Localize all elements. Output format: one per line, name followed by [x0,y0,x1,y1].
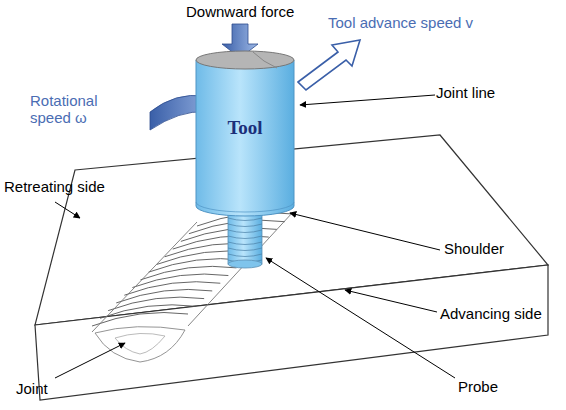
force-label: Downward force [186,3,294,20]
tool-shape [195,50,295,276]
tool-cylinder: Tool [195,50,295,216]
tool-top [196,51,294,69]
part-label: Probe [458,378,498,395]
side-label: Advancing side [440,305,542,322]
plate-front [35,265,548,400]
probe [228,210,262,264]
weld-seam [92,212,293,332]
part-label: Joint [16,380,48,397]
part-label: Shoulder [444,240,504,257]
joint-section [95,327,185,362]
tool-body [196,60,294,216]
side-label: Retreating side [4,178,105,195]
leader-lines [55,95,455,378]
part-label: Joint line [436,84,495,101]
advance-label: Tool advance speed v [328,14,473,31]
tool-label: Tool [195,117,295,139]
rotation-label: Rotational speed ω [30,92,140,127]
advance-arrow [298,40,360,90]
